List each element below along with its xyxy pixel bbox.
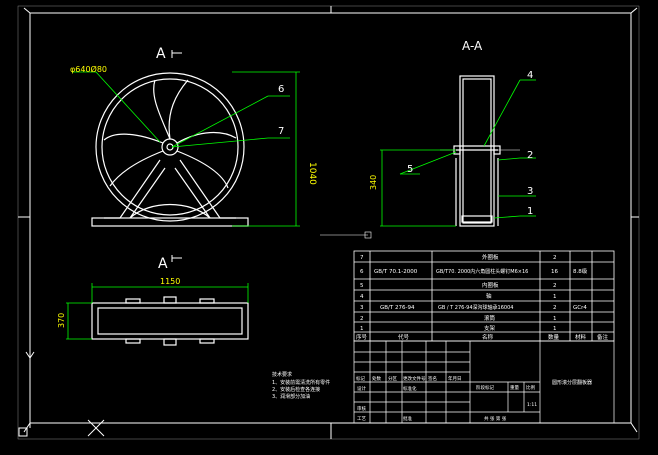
bom-row-qty: 1 <box>553 326 557 332</box>
bom-row-name: 外圈板 <box>482 253 499 261</box>
bom-row-name: 滚筒 <box>484 314 496 322</box>
bom-row-no: 7 <box>360 255 364 261</box>
callout-7: 7 <box>278 126 284 137</box>
bom-row-no: 6 <box>360 269 364 275</box>
front-view-wheel <box>91 72 249 227</box>
notes-line-3: 3、润滑部分加油 <box>272 393 310 400</box>
bom-row-name: GB/T70. 2000内六角圆柱头螺钉M6×16 <box>436 268 528 275</box>
tb-label-sign: 签名 <box>428 375 437 382</box>
tb-scale-value: 1:11 <box>527 402 537 408</box>
sheet-border <box>17 5 640 440</box>
tb-label-change-doc: 更改文件号 <box>403 375 426 382</box>
bom-row-no: 1 <box>360 326 364 332</box>
bom-rows: 7 外圈板 2 6 GB/T 70.1-2000 GB/T70. 2000内六角… <box>356 253 609 341</box>
bom-row-qty: 16 <box>551 269 558 275</box>
bom-row-name: 支架 <box>484 324 496 332</box>
bom-row-qty: 2 <box>553 305 557 311</box>
bom-header-name: 名称 <box>482 333 494 341</box>
plan-dimensions <box>66 283 249 340</box>
front-view-title: A <box>156 46 166 62</box>
callout-6: 6 <box>278 84 284 95</box>
tb-weight: 重量 <box>510 384 519 391</box>
tb-stage: 阶段标记 <box>476 384 494 391</box>
length-dimension: 1150 <box>160 277 180 286</box>
bom-row-no: 3 <box>360 305 364 311</box>
bom-row-code: GB/T 276-94 <box>380 305 415 311</box>
tb-label-count: 处数 <box>372 375 381 382</box>
cursor-crosshair[interactable] <box>87 419 105 437</box>
plan-view-label: A <box>158 255 182 272</box>
notes-line-2: 2、安装后检查各连接 <box>272 386 320 393</box>
bom-row-qty: 2 <box>553 283 557 289</box>
diameter-dimension: φ640Ø80 <box>70 64 107 74</box>
plan-view-frame <box>91 296 249 346</box>
tb-scale-label: 比例 <box>526 384 535 391</box>
bom-row-material: 8.8级 <box>573 267 588 275</box>
technical-notes: 技术要求 1、安装前需清洗所有零件 2、安装后检查各连接 3、润滑部分加油 <box>272 371 330 400</box>
tb-label-mark: 标记 <box>356 375 365 382</box>
notes-title: 技术要求 <box>272 371 292 378</box>
bom-header-no: 序号 <box>356 333 368 341</box>
title-block <box>353 340 615 424</box>
bom-header-remark: 备注 <box>597 333 609 341</box>
bom-row-material: GCr4 <box>573 305 587 311</box>
height-dimension: 1040 <box>307 162 317 185</box>
tb-label-process: 工艺 <box>357 416 366 422</box>
bom-row-no: 4 <box>360 294 364 300</box>
bom-header-material: 材料 <box>575 333 587 341</box>
tb-label-standard: 标准化 <box>403 385 417 392</box>
section-leaders <box>380 79 536 227</box>
notes-line-1: 1、安装前需清洗所有零件 <box>272 379 330 386</box>
callout-5: 5 <box>407 164 413 175</box>
width-dimension: 370 <box>57 313 66 328</box>
bom-row-code: GB/T 70.1-2000 <box>374 269 418 275</box>
front-leaders <box>171 95 290 148</box>
bom-row-qty: 1 <box>553 294 557 300</box>
callout-4: 4 <box>527 70 533 81</box>
section-view-centerline <box>320 149 520 239</box>
tb-label-zone: 分区 <box>388 375 397 382</box>
section-view-title: A-A <box>462 39 483 53</box>
callout-1: 1 <box>527 206 533 217</box>
callout-2: 2 <box>527 150 533 161</box>
tb-label-approve: 批准 <box>403 415 412 422</box>
front-view-label: A <box>156 46 182 62</box>
bom-header-code: 代号 <box>398 333 410 341</box>
bom-row-no: 5 <box>360 283 364 289</box>
tb-label-review: 审核 <box>357 405 366 412</box>
bom-row-qty: 1 <box>553 316 557 322</box>
bom-row-qty: 2 <box>553 255 557 261</box>
bom-header-qty: 数量 <box>548 333 560 341</box>
section-height-dimension: 340 <box>369 175 378 190</box>
tb-drawing-name: 圆形滚分层翻板器 <box>552 379 592 386</box>
bom-row-name: 内圈板 <box>482 281 499 289</box>
ucs-icon <box>18 351 35 437</box>
bom-row-no: 2 <box>360 316 364 322</box>
tb-label-date: 年月日 <box>448 375 462 382</box>
section-view-drum <box>453 75 501 227</box>
tb-label-design: 设计 <box>357 385 366 392</box>
front-dimensions <box>72 71 300 227</box>
bom-row-name: GB / T 276-94深沟球轴承16004 <box>438 304 513 311</box>
tb-sheet: 共 张 第 张 <box>484 415 507 422</box>
title-block-text: 标记 处数 分区 更改文件号 签名 年月日 设计 标准化 审核 工艺 批准 阶段… <box>356 375 592 422</box>
bom-row-name: 轴 <box>486 292 492 300</box>
callout-3: 3 <box>527 186 533 197</box>
plan-view-title: A <box>158 256 168 272</box>
